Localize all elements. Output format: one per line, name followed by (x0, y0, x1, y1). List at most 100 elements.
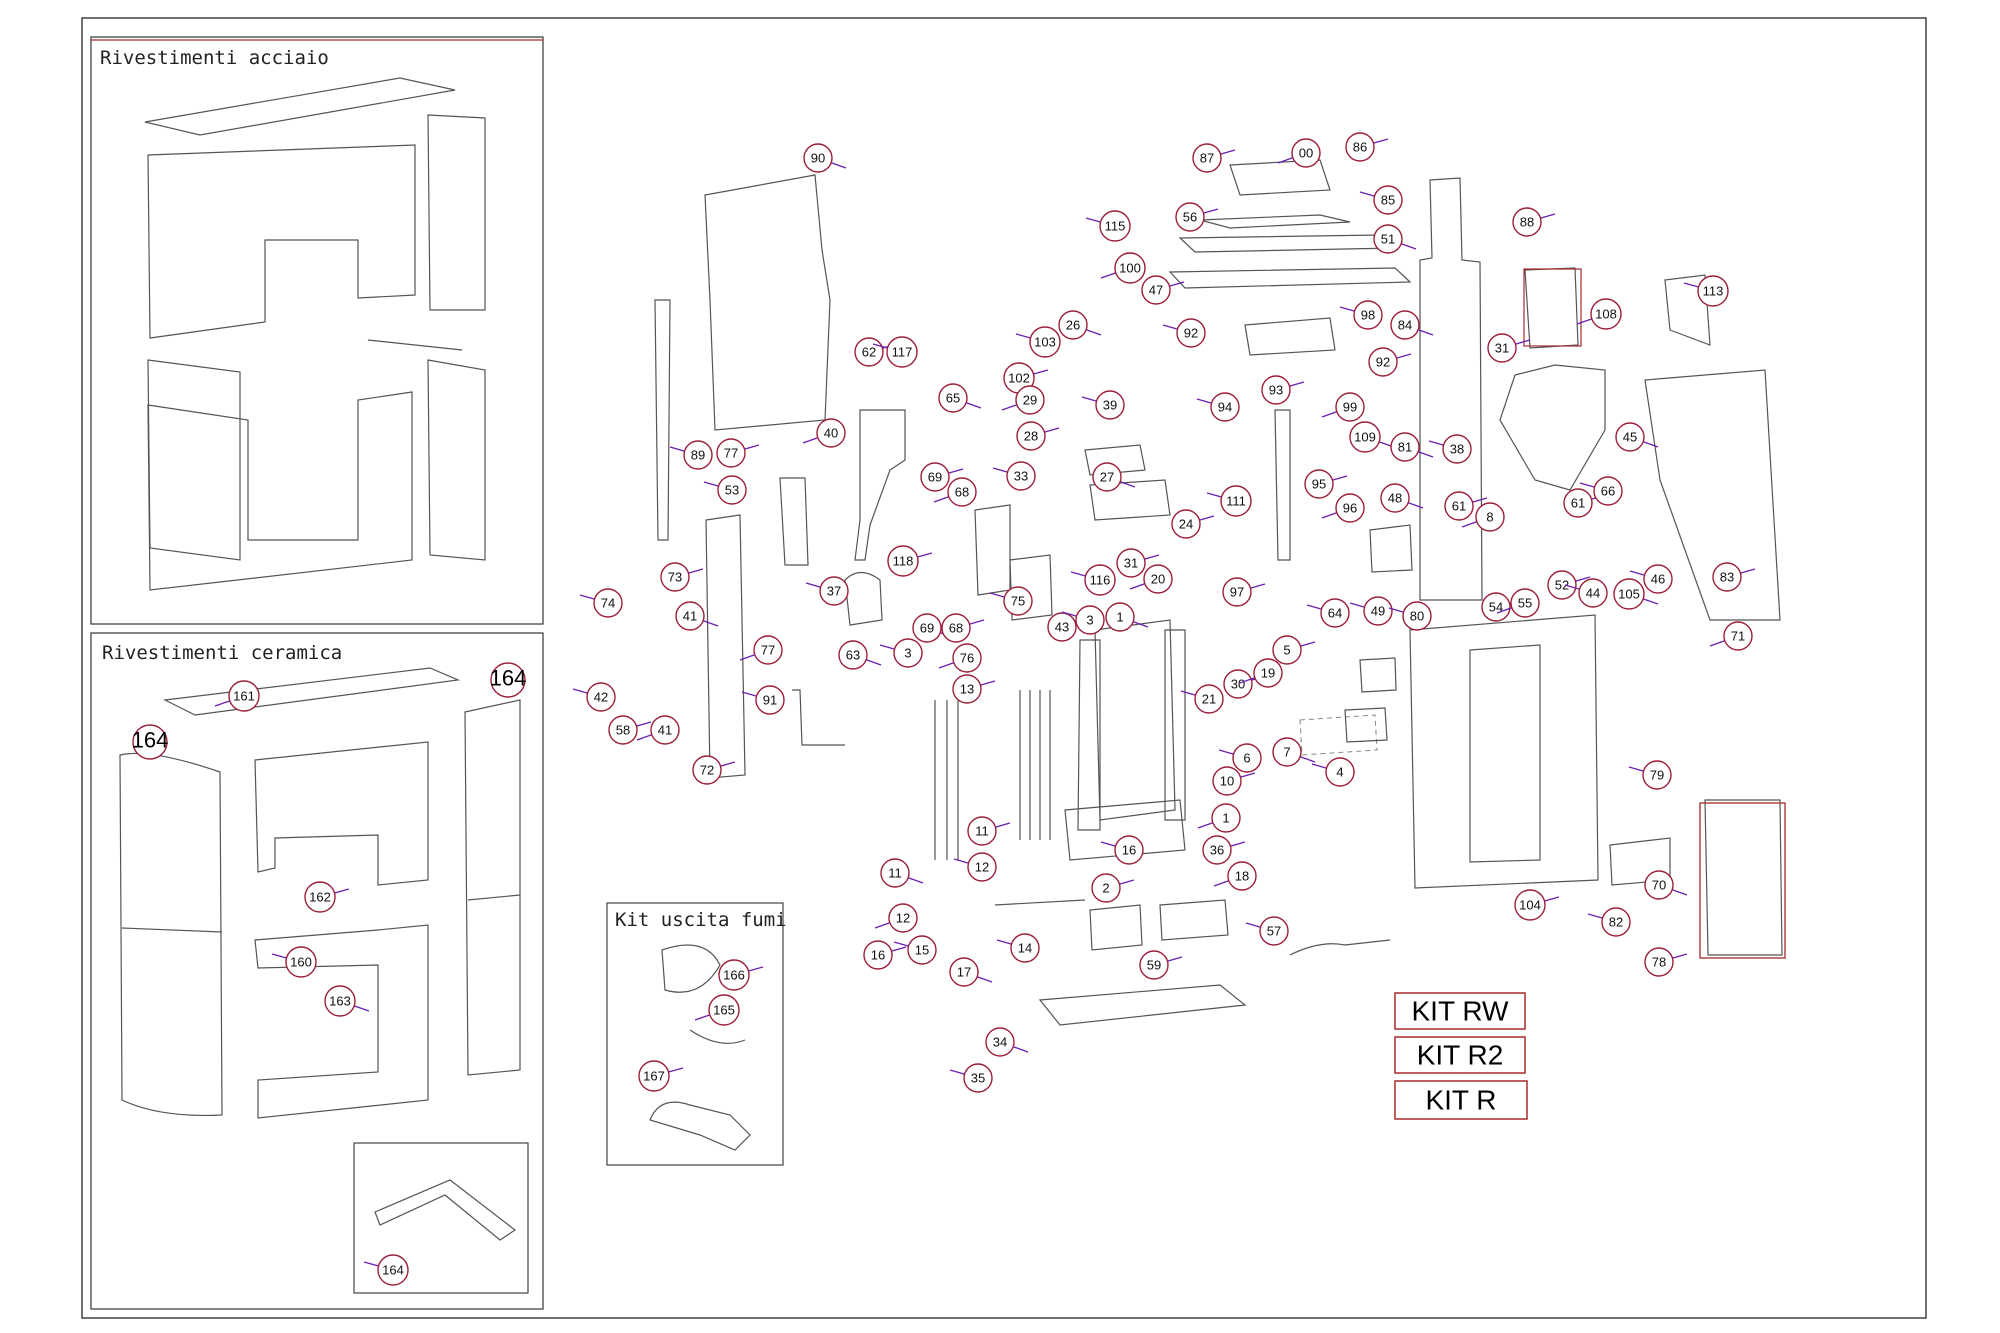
callout-label: 59 (1147, 958, 1161, 973)
callout-45: 45 (1615, 422, 1659, 452)
callout-label: 68 (955, 485, 969, 500)
callout-164: 164 (363, 1254, 409, 1286)
callout-160: 160 (271, 946, 317, 978)
callout-circle (1253, 658, 1283, 688)
callout-label: 31 (1124, 556, 1138, 571)
callout-label: 31 (1495, 341, 1509, 356)
callout-118: 118 (887, 545, 933, 577)
callout-label: 162 (309, 890, 331, 905)
callout-label: 115 (1105, 219, 1126, 234)
callout-label: 57 (1267, 924, 1281, 939)
callout-95: 95 (1304, 469, 1348, 499)
callout-circle (1171, 509, 1201, 539)
callout-label: 18 (1235, 869, 1249, 884)
callout-label: 77 (761, 643, 775, 658)
callout-circle (1353, 300, 1383, 330)
callout-circle (586, 682, 616, 712)
callout-circle (1015, 385, 1045, 415)
callout-label: 64 (1328, 606, 1342, 621)
callout-108: 108 (1576, 298, 1622, 330)
callout-circle (1510, 588, 1540, 618)
big-callout-circle (132, 724, 168, 760)
callout-circle (1139, 950, 1169, 980)
main-assembly-sketch (654, 159, 1786, 1026)
callout-8: 8 (1461, 502, 1505, 532)
callout-circle (1712, 562, 1742, 592)
callout-circle (1481, 592, 1511, 622)
callout-circle (920, 462, 950, 492)
callout-circle (1227, 861, 1257, 891)
drawing-frame (81, 17, 1927, 1319)
callout-label: 28 (1024, 429, 1038, 444)
callout-label: 37 (827, 584, 841, 599)
callout-circle (1105, 602, 1135, 632)
callout-label: 90 (811, 151, 825, 166)
callout-74: 74 (579, 588, 623, 618)
callout-100: 100 (1100, 252, 1146, 284)
callout-label: 81 (1398, 440, 1412, 455)
callout-circle (717, 475, 747, 505)
callout-label: 99 (1343, 400, 1357, 415)
callout-label: 5 (1283, 643, 1290, 658)
callout-label: 75 (1011, 594, 1025, 609)
callout-circle (608, 715, 638, 745)
callout-72: 72 (692, 755, 736, 785)
big-callout-164: 164 (490, 662, 526, 698)
callout-circle (1325, 757, 1355, 787)
callout-91: 91 (741, 685, 785, 715)
callout-circle (947, 477, 977, 507)
callout-166: 166 (718, 959, 764, 991)
callout-92: 92 (1162, 318, 1206, 348)
callout-41: 41 (636, 715, 680, 745)
callout-15: 15 (893, 935, 937, 965)
callout-circle (1547, 570, 1577, 600)
callout-circle (1697, 275, 1729, 307)
callout-label: 00 (1299, 146, 1313, 161)
callout-label: 65 (946, 391, 960, 406)
callout-label: 21 (1202, 692, 1216, 707)
callout-59: 59 (1139, 950, 1183, 980)
callout-circle (1390, 432, 1420, 462)
callout-52: 52 (1547, 570, 1591, 600)
callout-81: 81 (1390, 432, 1434, 462)
callout-11: 11 (967, 816, 1011, 846)
callout-label: 76 (960, 651, 974, 666)
callout-102: 102 (1003, 362, 1049, 394)
callout-label: 47 (1149, 283, 1163, 298)
callout-label: 102 (1008, 371, 1030, 386)
callout-label: 92 (1184, 326, 1198, 341)
callout-92: 92 (1368, 347, 1412, 377)
steel-panel-title: Rivestimenti acciaio (100, 47, 329, 69)
callout-label: 83 (1720, 570, 1734, 585)
callout-label: 63 (846, 648, 860, 663)
callout-87: 87 (1192, 143, 1236, 173)
callout-circle (1363, 596, 1393, 626)
callout-label: 77 (724, 446, 738, 461)
callout-104: 104 (1514, 889, 1560, 921)
callout-41: 41 (675, 601, 719, 631)
callout-label: 1 (1116, 610, 1123, 625)
callout-39: 39 (1081, 390, 1125, 420)
callout-label: 29 (1023, 393, 1037, 408)
callout-circle (1114, 835, 1144, 865)
callout-circle (650, 715, 680, 745)
callout-label: 20 (1151, 572, 1165, 587)
callout-label: 39 (1103, 398, 1117, 413)
kit-box-2: KIT R2 (1394, 1036, 1526, 1074)
callout-label: 166 (723, 968, 745, 983)
callout-29: 29 (1001, 385, 1045, 415)
callout-161: 161 (214, 680, 260, 712)
callout-circle (819, 576, 849, 606)
callout-label: 26 (1066, 318, 1080, 333)
callout-label: 69 (920, 621, 934, 636)
callout-circle (1444, 491, 1474, 521)
callout-circle (952, 643, 982, 673)
callout-49: 49 (1349, 596, 1393, 626)
callout-90: 90 (803, 143, 847, 173)
callout-circle (1084, 564, 1116, 596)
callout-label: 17 (957, 965, 971, 980)
callout-circle (1304, 469, 1334, 499)
callout-label: 49 (1371, 604, 1385, 619)
callout-circle (888, 903, 918, 933)
callout-20: 20 (1129, 564, 1173, 594)
